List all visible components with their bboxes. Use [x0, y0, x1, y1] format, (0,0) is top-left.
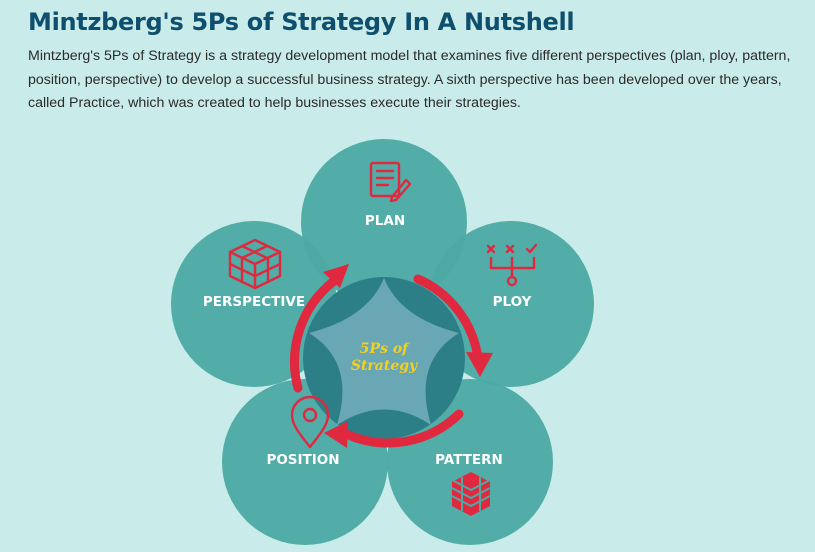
- circle-plan: [301, 139, 467, 305]
- center-pentagon: [309, 278, 459, 425]
- cycle-arrows: [290, 274, 483, 448]
- arrow-top-right: [413, 274, 483, 363]
- label-position: POSITION: [266, 452, 339, 468]
- arrow-bottom: [341, 409, 464, 448]
- page-description: Mintzberg's 5Ps of Strategy is a strateg…: [28, 48, 791, 111]
- arrow-left: [290, 276, 339, 393]
- document-edit-icon: [369, 161, 412, 203]
- map-pin-icon: [290, 395, 330, 449]
- cubes-icon: [228, 238, 282, 290]
- label-plan: PLAN: [365, 213, 405, 229]
- page-title: Mintzberg's 5Ps of Strategy In A Nutshel…: [28, 8, 575, 36]
- circle-ploy: [428, 221, 594, 387]
- arrow-heads: [323, 264, 493, 448]
- label-perspective: PERSPECTIVE: [203, 294, 305, 310]
- label-pattern: PATTERN: [435, 452, 503, 468]
- center-label-line2: Strategy: [351, 358, 418, 374]
- hexagon-pattern-icon: [451, 472, 491, 516]
- tactic-board-icon: [486, 243, 538, 287]
- label-ploy: PLOY: [493, 294, 532, 310]
- center-label-line1: 5Ps of: [360, 341, 411, 357]
